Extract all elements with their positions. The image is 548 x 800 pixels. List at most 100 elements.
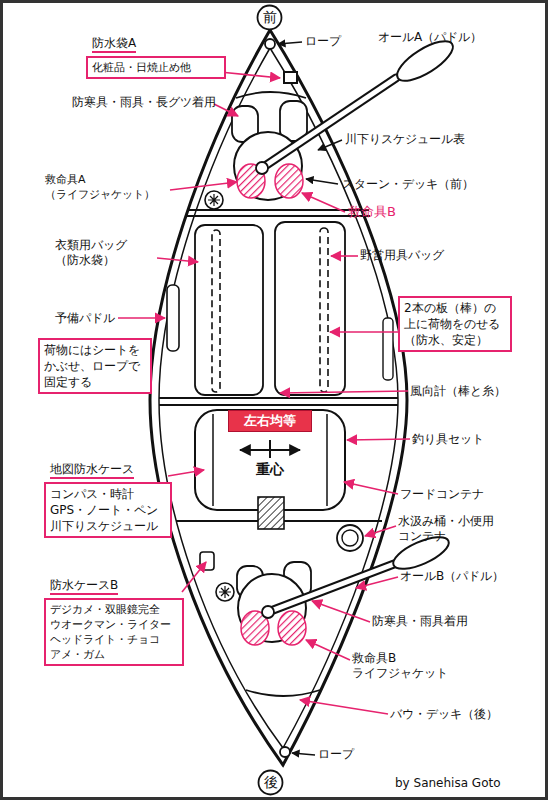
part-label: ロープ bbox=[318, 747, 354, 762]
leader-line bbox=[182, 562, 206, 592]
paddle-shaft bbox=[268, 564, 394, 612]
leader-line bbox=[331, 255, 358, 257]
fitting-star bbox=[208, 194, 220, 206]
leader-line bbox=[302, 193, 345, 212]
stern-deck-line bbox=[246, 690, 320, 696]
part-label: フードコンテナ bbox=[400, 487, 484, 502]
paddle-grip bbox=[262, 606, 274, 618]
leader-line bbox=[220, 72, 280, 78]
part-label: 予備パドル bbox=[55, 311, 115, 326]
leader-line bbox=[365, 526, 396, 536]
container-rim bbox=[212, 414, 214, 506]
water-bucket bbox=[342, 530, 358, 546]
leader-line bbox=[344, 482, 398, 494]
leader-line bbox=[306, 179, 338, 184]
food-container bbox=[195, 410, 345, 510]
part-label: バウ・デッキ（後） bbox=[390, 707, 498, 722]
box-heading: 防水袋A bbox=[92, 36, 136, 53]
rope-ring bbox=[265, 39, 275, 49]
paddle-shaft bbox=[262, 78, 396, 168]
leader-line bbox=[170, 182, 237, 190]
thwart bbox=[186, 215, 370, 217]
spare-paddle bbox=[167, 285, 179, 351]
part-label: 野営用具バッグ bbox=[360, 248, 444, 263]
life-jacket bbox=[278, 611, 306, 645]
paddle-grip bbox=[256, 162, 268, 174]
part-label: 水汲み桶・小便用 コンテナ bbox=[398, 514, 510, 544]
leader-line bbox=[292, 753, 315, 755]
direction-mark: 後 bbox=[257, 769, 284, 796]
note-box: 荷物にはシートを かぶせ、ロープで 固定する bbox=[38, 338, 152, 394]
dry-bag bbox=[284, 72, 297, 83]
box-text: 2本の板（棒）の 上に荷物をのせる （防水、安定） bbox=[398, 296, 512, 352]
fishing-box bbox=[258, 497, 284, 529]
direction-circle: 後 bbox=[257, 769, 284, 796]
part-label: 救命具B ライフジャケット bbox=[352, 651, 464, 681]
clothes-bag bbox=[195, 225, 263, 395]
box-text: 左右均等 bbox=[233, 412, 307, 430]
center-thwart bbox=[159, 397, 398, 399]
case-box: 防水ケースB デジカメ・双眼鏡完全 ウオークマン・ライター ヘッドライト・チョコ … bbox=[44, 578, 184, 666]
leader-line bbox=[280, 391, 408, 393]
case-box: 地図防水ケースコンパス・時計 GPS・ノート・ペン 川下りスケジュール bbox=[44, 462, 172, 538]
container-rim bbox=[326, 414, 328, 506]
part-label: 衣類用バッグ （防水袋） bbox=[55, 238, 157, 268]
center-thwart bbox=[159, 404, 398, 406]
part-label: 救命具A （ライフジャケット） bbox=[45, 172, 170, 202]
box-text: 荷物にはシートを かぶせ、ロープで 固定する bbox=[38, 338, 152, 394]
camp-bag bbox=[275, 222, 345, 395]
fitting-ring bbox=[216, 583, 234, 601]
bow-deck-line bbox=[236, 92, 306, 98]
leader-line bbox=[330, 331, 398, 333]
support-pole bbox=[320, 228, 328, 392]
water-bucket bbox=[337, 525, 363, 551]
part-label: 救命具B bbox=[348, 204, 396, 219]
note-box: 2本の板（棒）の 上に荷物をのせる （防水、安定） bbox=[398, 296, 512, 352]
part-label: 釣り具セット bbox=[412, 432, 484, 447]
part-label: スターン・デッキ（前） bbox=[342, 177, 474, 192]
box-text: デジカメ・双眼鏡完全 ウオークマン・ライター ヘッドライト・チョコ アメ・ガム bbox=[44, 598, 184, 666]
part-label: ロープ bbox=[305, 34, 341, 49]
part-label: 風向計（棒と糸） bbox=[410, 384, 506, 399]
leader-line bbox=[312, 601, 370, 622]
life-jacket bbox=[275, 164, 303, 198]
fitting-ring bbox=[205, 191, 223, 209]
side-rail bbox=[383, 318, 393, 380]
box-heading: 防水ケースB bbox=[50, 578, 118, 595]
box-text: コンパス・時計 GPS・ノート・ペン 川下りスケジュール bbox=[44, 482, 172, 538]
part-label: 防寒具・雨具・長グツ着用 bbox=[72, 95, 216, 110]
balance-tag: 左右均等 bbox=[228, 410, 312, 432]
part-label: 川下りスケジュール表 bbox=[345, 132, 465, 147]
pouch-box: 防水袋A 化粧品・日焼止め他 bbox=[86, 36, 226, 79]
part-label: オールB（パドル） bbox=[400, 569, 504, 584]
leader-line bbox=[318, 140, 342, 150]
balance-tick bbox=[269, 440, 271, 458]
box-heading: 地図防水ケース bbox=[50, 462, 134, 479]
front-seat bbox=[234, 132, 302, 200]
author-signature: by Sanehisa Goto bbox=[395, 776, 501, 791]
part-label: オールA（パドル） bbox=[378, 30, 482, 45]
direction-circle: 前 bbox=[256, 4, 283, 31]
box-text: 化粧品・日焼止め他 bbox=[86, 56, 226, 79]
leader-line bbox=[306, 640, 350, 660]
rope-ring bbox=[280, 747, 290, 757]
leader-line bbox=[214, 104, 238, 116]
leader-line bbox=[356, 577, 398, 588]
leader-line bbox=[157, 258, 198, 262]
leader-line bbox=[118, 317, 165, 319]
part-label: 重心 bbox=[256, 462, 284, 477]
direction-mark: 前 bbox=[256, 4, 283, 31]
paddle-shaft bbox=[268, 564, 394, 612]
leader-line bbox=[347, 439, 410, 440]
canoe-gunwale bbox=[159, 48, 398, 748]
leader-line bbox=[168, 470, 204, 476]
leader-line bbox=[300, 700, 388, 714]
part-label: 防寒具・雨具着用 bbox=[372, 614, 468, 629]
support-pole bbox=[212, 230, 220, 392]
paddle-shaft bbox=[262, 78, 396, 168]
fitting-star bbox=[219, 586, 231, 598]
leader-line bbox=[278, 42, 302, 44]
